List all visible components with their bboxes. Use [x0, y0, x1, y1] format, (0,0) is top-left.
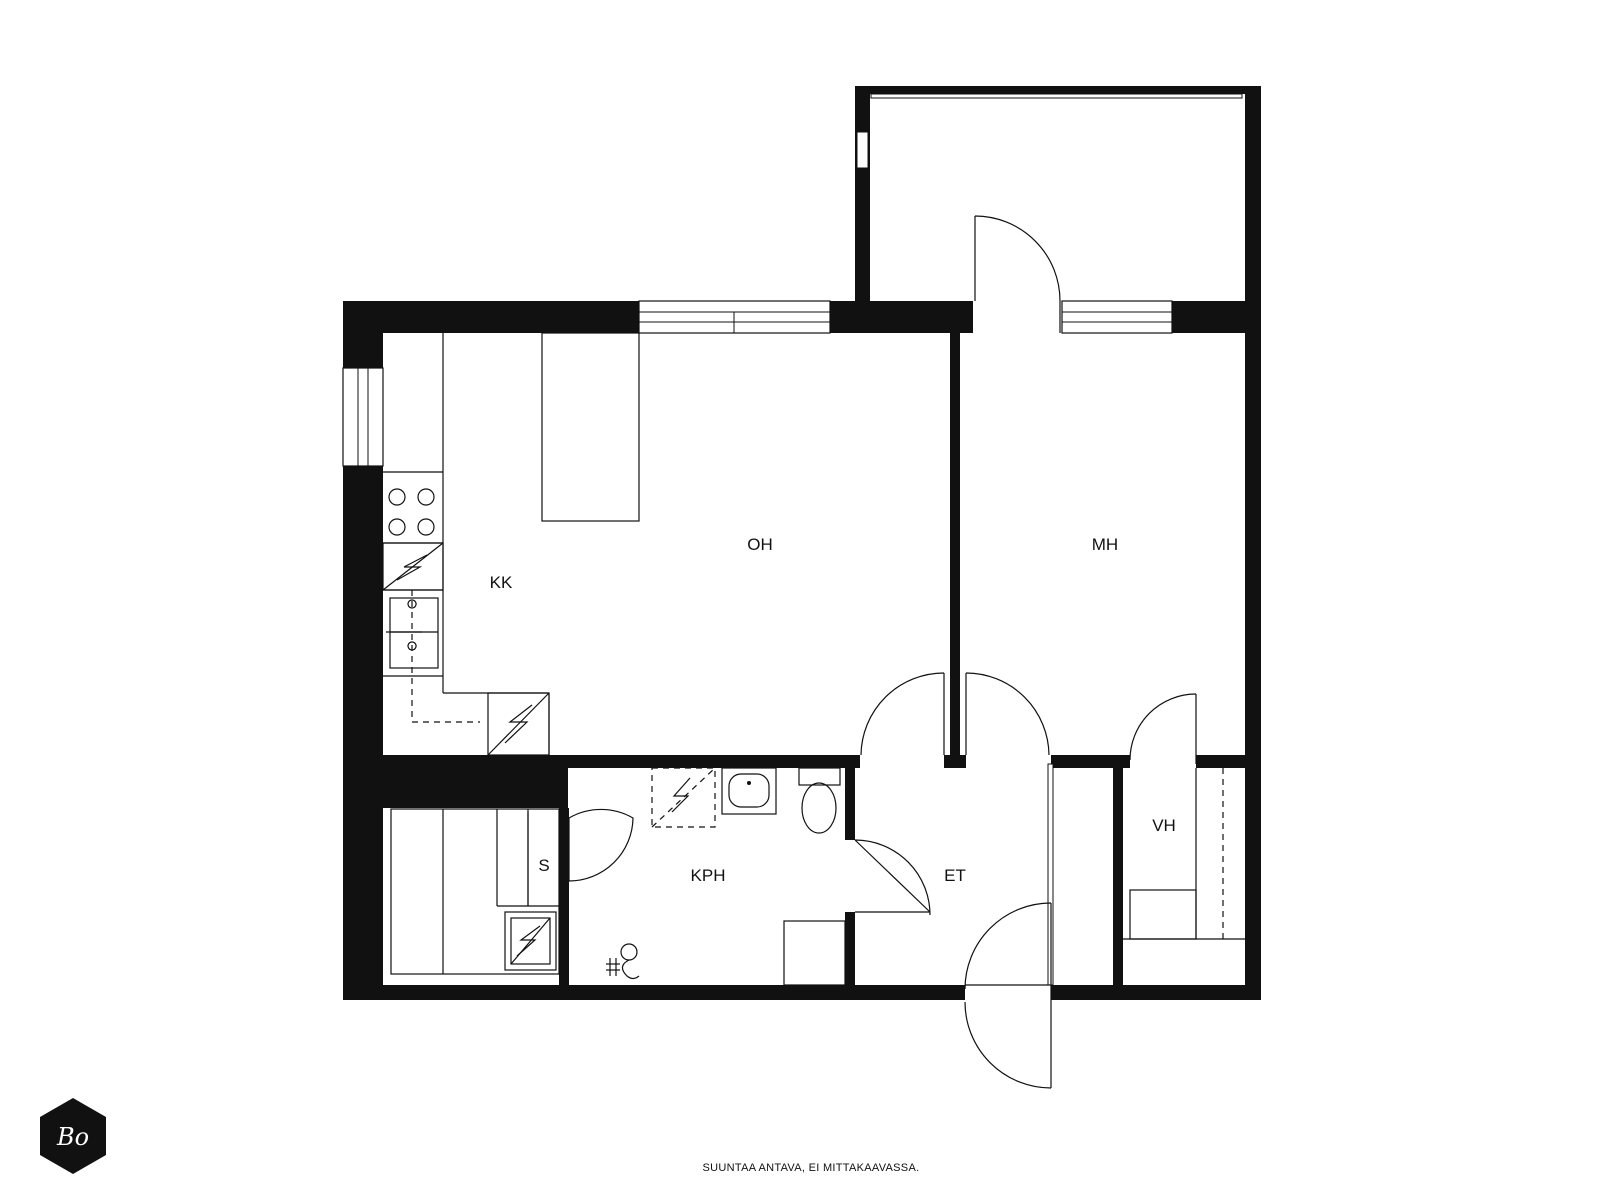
toilet-icon — [798, 767, 841, 834]
room-label-living-room: OH — [747, 535, 773, 554]
room-label-bathroom: KPH — [691, 866, 726, 885]
washing-machine-area — [783, 920, 846, 986]
wardrobe-shelves — [1123, 768, 1245, 940]
interior-walls — [383, 330, 1245, 986]
wardrobe-door-icon — [1129, 693, 1197, 764]
living-room-door-icon — [860, 672, 945, 756]
window-kitchen — [342, 367, 384, 467]
upper-cabinet — [541, 332, 640, 522]
bedroom-door-icon — [965, 672, 1050, 756]
sauna-benches — [390, 808, 560, 975]
fridge-icon — [382, 542, 444, 591]
balcony — [855, 86, 1261, 302]
balcony-door-icon — [974, 215, 1061, 333]
bathroom-door-icon — [854, 839, 931, 916]
window-bedroom — [1061, 300, 1173, 334]
brand-logo: Bo — [40, 1098, 106, 1174]
room-label-bedroom: MH — [1092, 535, 1118, 554]
washbasin-icon — [721, 767, 777, 815]
sauna-door-icon — [568, 808, 634, 882]
scale-disclaimer: SUUNTAA ANTAVA, EI MITTAKAAVASSA. — [703, 1162, 920, 1174]
floor-drain-icon — [606, 943, 640, 980]
shower-area-icon — [651, 767, 716, 828]
sauna-heater-icon — [504, 911, 557, 971]
exterior-walls — [343, 301, 1261, 1000]
entrance-door-icon — [964, 902, 1052, 1089]
room-label-sauna: S — [538, 856, 549, 875]
room-label-wardrobe: VH — [1152, 816, 1176, 835]
window-living-room — [638, 300, 831, 334]
room-label-kitchen: KK — [490, 573, 513, 592]
room-label-entry-hall: ET — [944, 866, 966, 885]
brand-logo-text: Bo — [56, 1123, 89, 1151]
kitchen-counter — [383, 333, 550, 755]
electric-cabinet-icon — [487, 692, 550, 756]
